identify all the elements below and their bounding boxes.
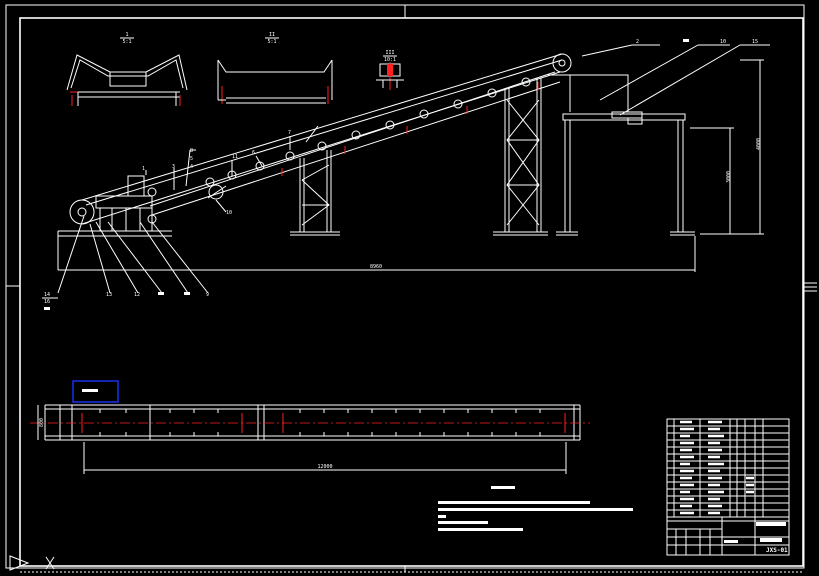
view-a-scale: 5:1: [122, 39, 131, 45]
title-block: JXS-01: [666, 418, 790, 556]
view-c-number: III: [385, 50, 394, 56]
highlight-box: [72, 380, 119, 403]
callout-2: 2: [636, 39, 639, 45]
plan-length-dim: 12000: [317, 464, 332, 470]
view-b-scale: 5:1: [267, 39, 276, 45]
view-troughing-idler: 1 5:1: [66, 32, 188, 106]
head-structure: [548, 74, 695, 236]
callout-16: 16: [44, 299, 50, 305]
elevation-dimensions: 8960 3000 4000: [58, 59, 764, 272]
truss-support-left: [290, 150, 340, 236]
callout-12: 12: [134, 292, 140, 298]
callout-13: 13: [106, 292, 112, 298]
parts-list-grid: [667, 419, 789, 518]
conveyor-plan-view: 12000 800: [30, 380, 590, 474]
incline-idlers: [205, 77, 531, 200]
callout-6: 6: [252, 150, 255, 156]
height-dim-1: 3000: [726, 171, 732, 183]
callout-7: 7: [288, 130, 291, 136]
callout-1: 1: [142, 166, 145, 172]
callout-10: 10: [720, 39, 726, 45]
callout-4: 4: [190, 164, 193, 170]
plan-idler-marks: [99, 409, 541, 436]
height-dim-2: 4000: [756, 138, 762, 150]
callout-15: 15: [752, 39, 758, 45]
callout-10b: 10: [226, 210, 232, 216]
overall-length-dim: 8960: [370, 264, 382, 270]
callout-9: 9: [206, 292, 209, 298]
callout-11: 11: [232, 154, 238, 160]
view-b-number: II: [269, 32, 275, 38]
callout-leaders: [57, 44, 770, 294]
view-c-scale: 10:1: [384, 57, 396, 63]
truss-support-right: [493, 78, 548, 236]
sheet-border: [5, 4, 817, 573]
conveyor-elevation: 8960 3000 4000: [42, 39, 770, 310]
callout-8: 8: [190, 148, 193, 154]
callout-numbers: 2 10 15 14 16 13 12 9 1 3 8 5 4 11 6 7 1…: [42, 39, 758, 310]
drawing-number: JXS-01: [766, 547, 788, 554]
idler-red-marks: [281, 82, 539, 176]
callout-3: 3: [172, 164, 175, 170]
view-detail: III 10:1: [376, 50, 404, 90]
callout-5: 5: [190, 156, 193, 162]
callout-14: 14: [44, 292, 50, 298]
plan-width-dim: 800: [39, 418, 45, 427]
view-a-number: 1: [125, 32, 128, 38]
technical-notes: [438, 486, 633, 531]
view-return-idler: II 5:1: [217, 32, 333, 104]
